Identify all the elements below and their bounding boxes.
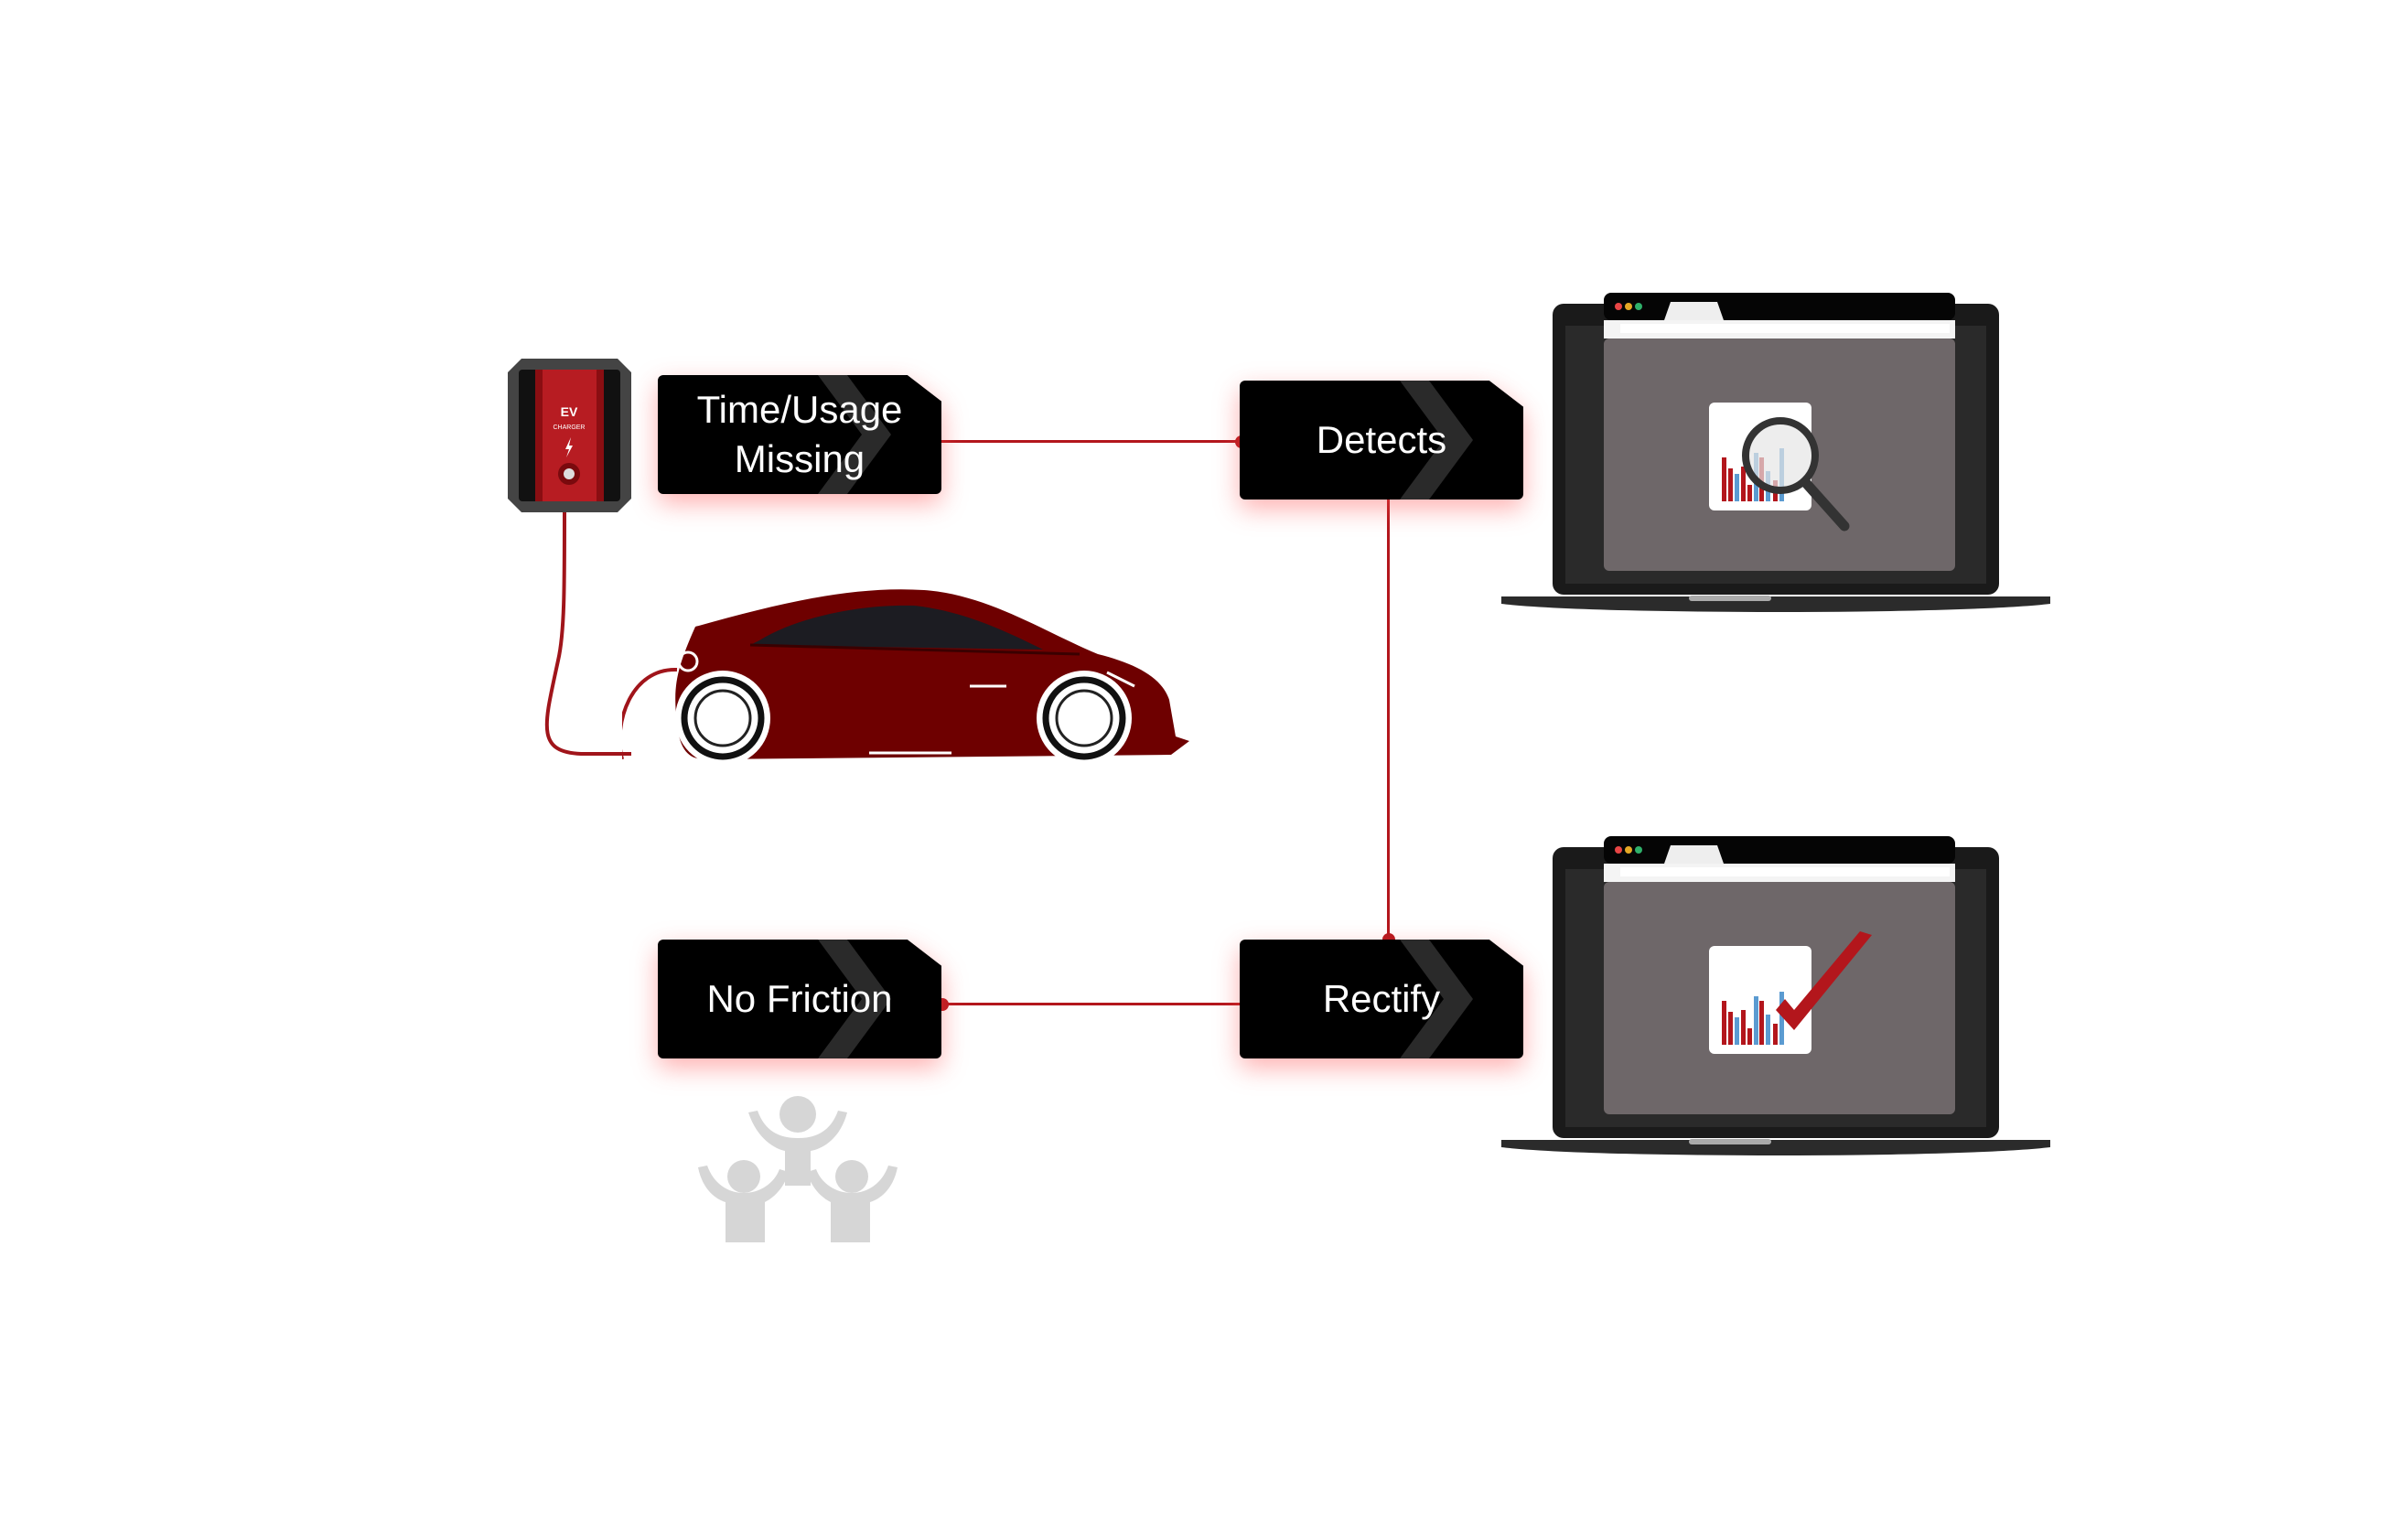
step-label: No Friction [706, 977, 893, 1020]
step-rectify: Rectify [1240, 940, 1523, 1058]
step-no-friction: No Friction [658, 940, 941, 1058]
step-label: Rectify [1322, 977, 1441, 1020]
checkmark-icon [1776, 931, 1872, 1030]
connector-detects-rectify [1387, 499, 1390, 940]
step-label-line2: Missing [734, 437, 865, 480]
step-label: Detects [1316, 418, 1447, 461]
charger-subtitle: CHARGER [553, 424, 585, 431]
connector-rectify-nofriction [941, 1003, 1240, 1005]
laptop-analytics-search [1501, 293, 2050, 612]
charger-title: EV [561, 404, 578, 419]
step-label-line1: Time/Usage [696, 388, 903, 431]
electric-car-illustration [622, 589, 1189, 766]
laptop-analytics-check [1501, 836, 2050, 1155]
connector-missing-detects [941, 440, 1240, 443]
ev-charger-icon: EV CHARGER [508, 359, 631, 756]
people-group-icon [698, 1096, 898, 1242]
step-detects: Detects [1240, 381, 1523, 500]
